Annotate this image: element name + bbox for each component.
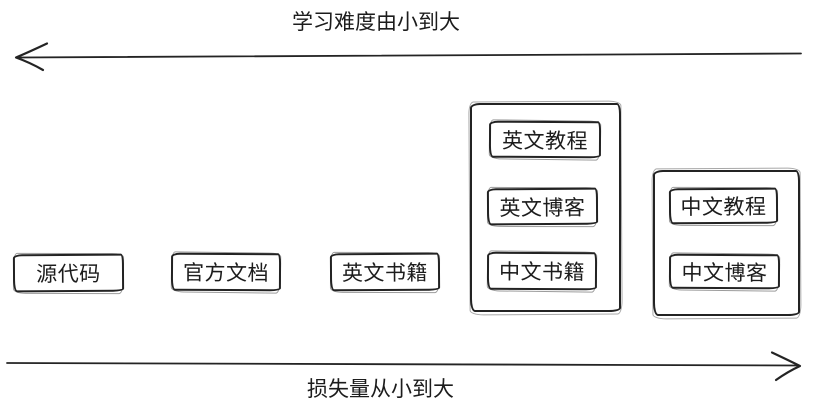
node-english-blogs: 英文博客	[486, 187, 599, 226]
node-source-code: 源代码	[12, 253, 125, 293]
group-box-chinese-easy	[653, 170, 800, 316]
group-box-english-advanced	[470, 103, 621, 312]
node-chinese-books: 中文书籍	[486, 251, 598, 291]
node-chinese-blogs: 中文博客	[668, 253, 781, 290]
node-english-tutorials: 英文教程	[488, 120, 602, 159]
node-official-docs: 官方文档	[170, 252, 282, 292]
node-english-books: 英文书籍	[329, 252, 441, 292]
right-arrow	[6, 351, 802, 382]
bottom-axis-label: 损失量从小到大	[307, 378, 454, 401]
node-chinese-tutorials: 中文教程	[668, 187, 779, 225]
top-axis-label: 学习难度由小到大	[292, 11, 460, 34]
left-arrow	[14, 42, 802, 72]
